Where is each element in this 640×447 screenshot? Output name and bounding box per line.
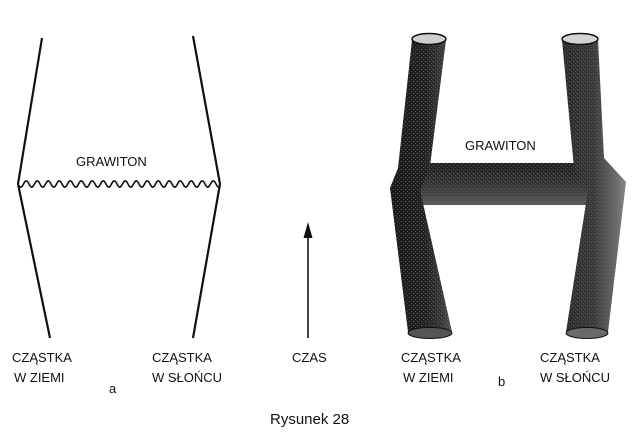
time-arrow-head [303,222,313,238]
earth-particle-tube [390,32,453,339]
graviton-wavy-line [17,179,221,189]
earth-tube-top-opening [411,32,447,46]
sun-particle-label-a-line1: CZĄSTKA [152,350,212,365]
diagram-b: GRAWITON CZĄSTKA W ZIEMI b CZĄSTKA W SŁO… [390,32,626,389]
panel-letter-b: b [498,374,505,389]
earth-particle-label-a-line1: CZĄSTKA [12,350,72,365]
earth-particle-worldline [16,37,52,339]
sun-particle-tube [561,32,626,339]
earth-particle-label-a-line2: W ZIEMI [14,370,65,385]
diagram-a: GRAWITON CZĄSTKA W ZIEMI a CZĄSTKA W SŁO… [12,35,222,396]
graviton-label-b: GRAWITON [465,138,536,153]
time-axis-label: CZAS [292,350,327,365]
graviton-tube [418,163,604,205]
figure-caption: Rysunek 28 [270,411,349,428]
earth-tube-bottom-cap [407,327,453,339]
sun-particle-worldline [191,35,222,339]
time-axis: CZAS [292,222,327,365]
graviton-label-a: GRAWITON [76,154,147,169]
earth-particle-label-b-line1: CZĄSTKA [401,350,461,365]
sun-particle-label-b-line2: W SŁOŃCU [540,370,610,385]
sun-tube-bottom-cap [565,327,609,339]
sun-particle-label-a-line2: W SŁOŃCU [152,370,222,385]
panel-letter-a: a [109,381,117,396]
sun-particle-label-b-line1: CZĄSTKA [540,350,600,365]
earth-particle-label-b-line2: W ZIEMI [403,370,454,385]
sun-tube-top-opening [561,32,599,46]
